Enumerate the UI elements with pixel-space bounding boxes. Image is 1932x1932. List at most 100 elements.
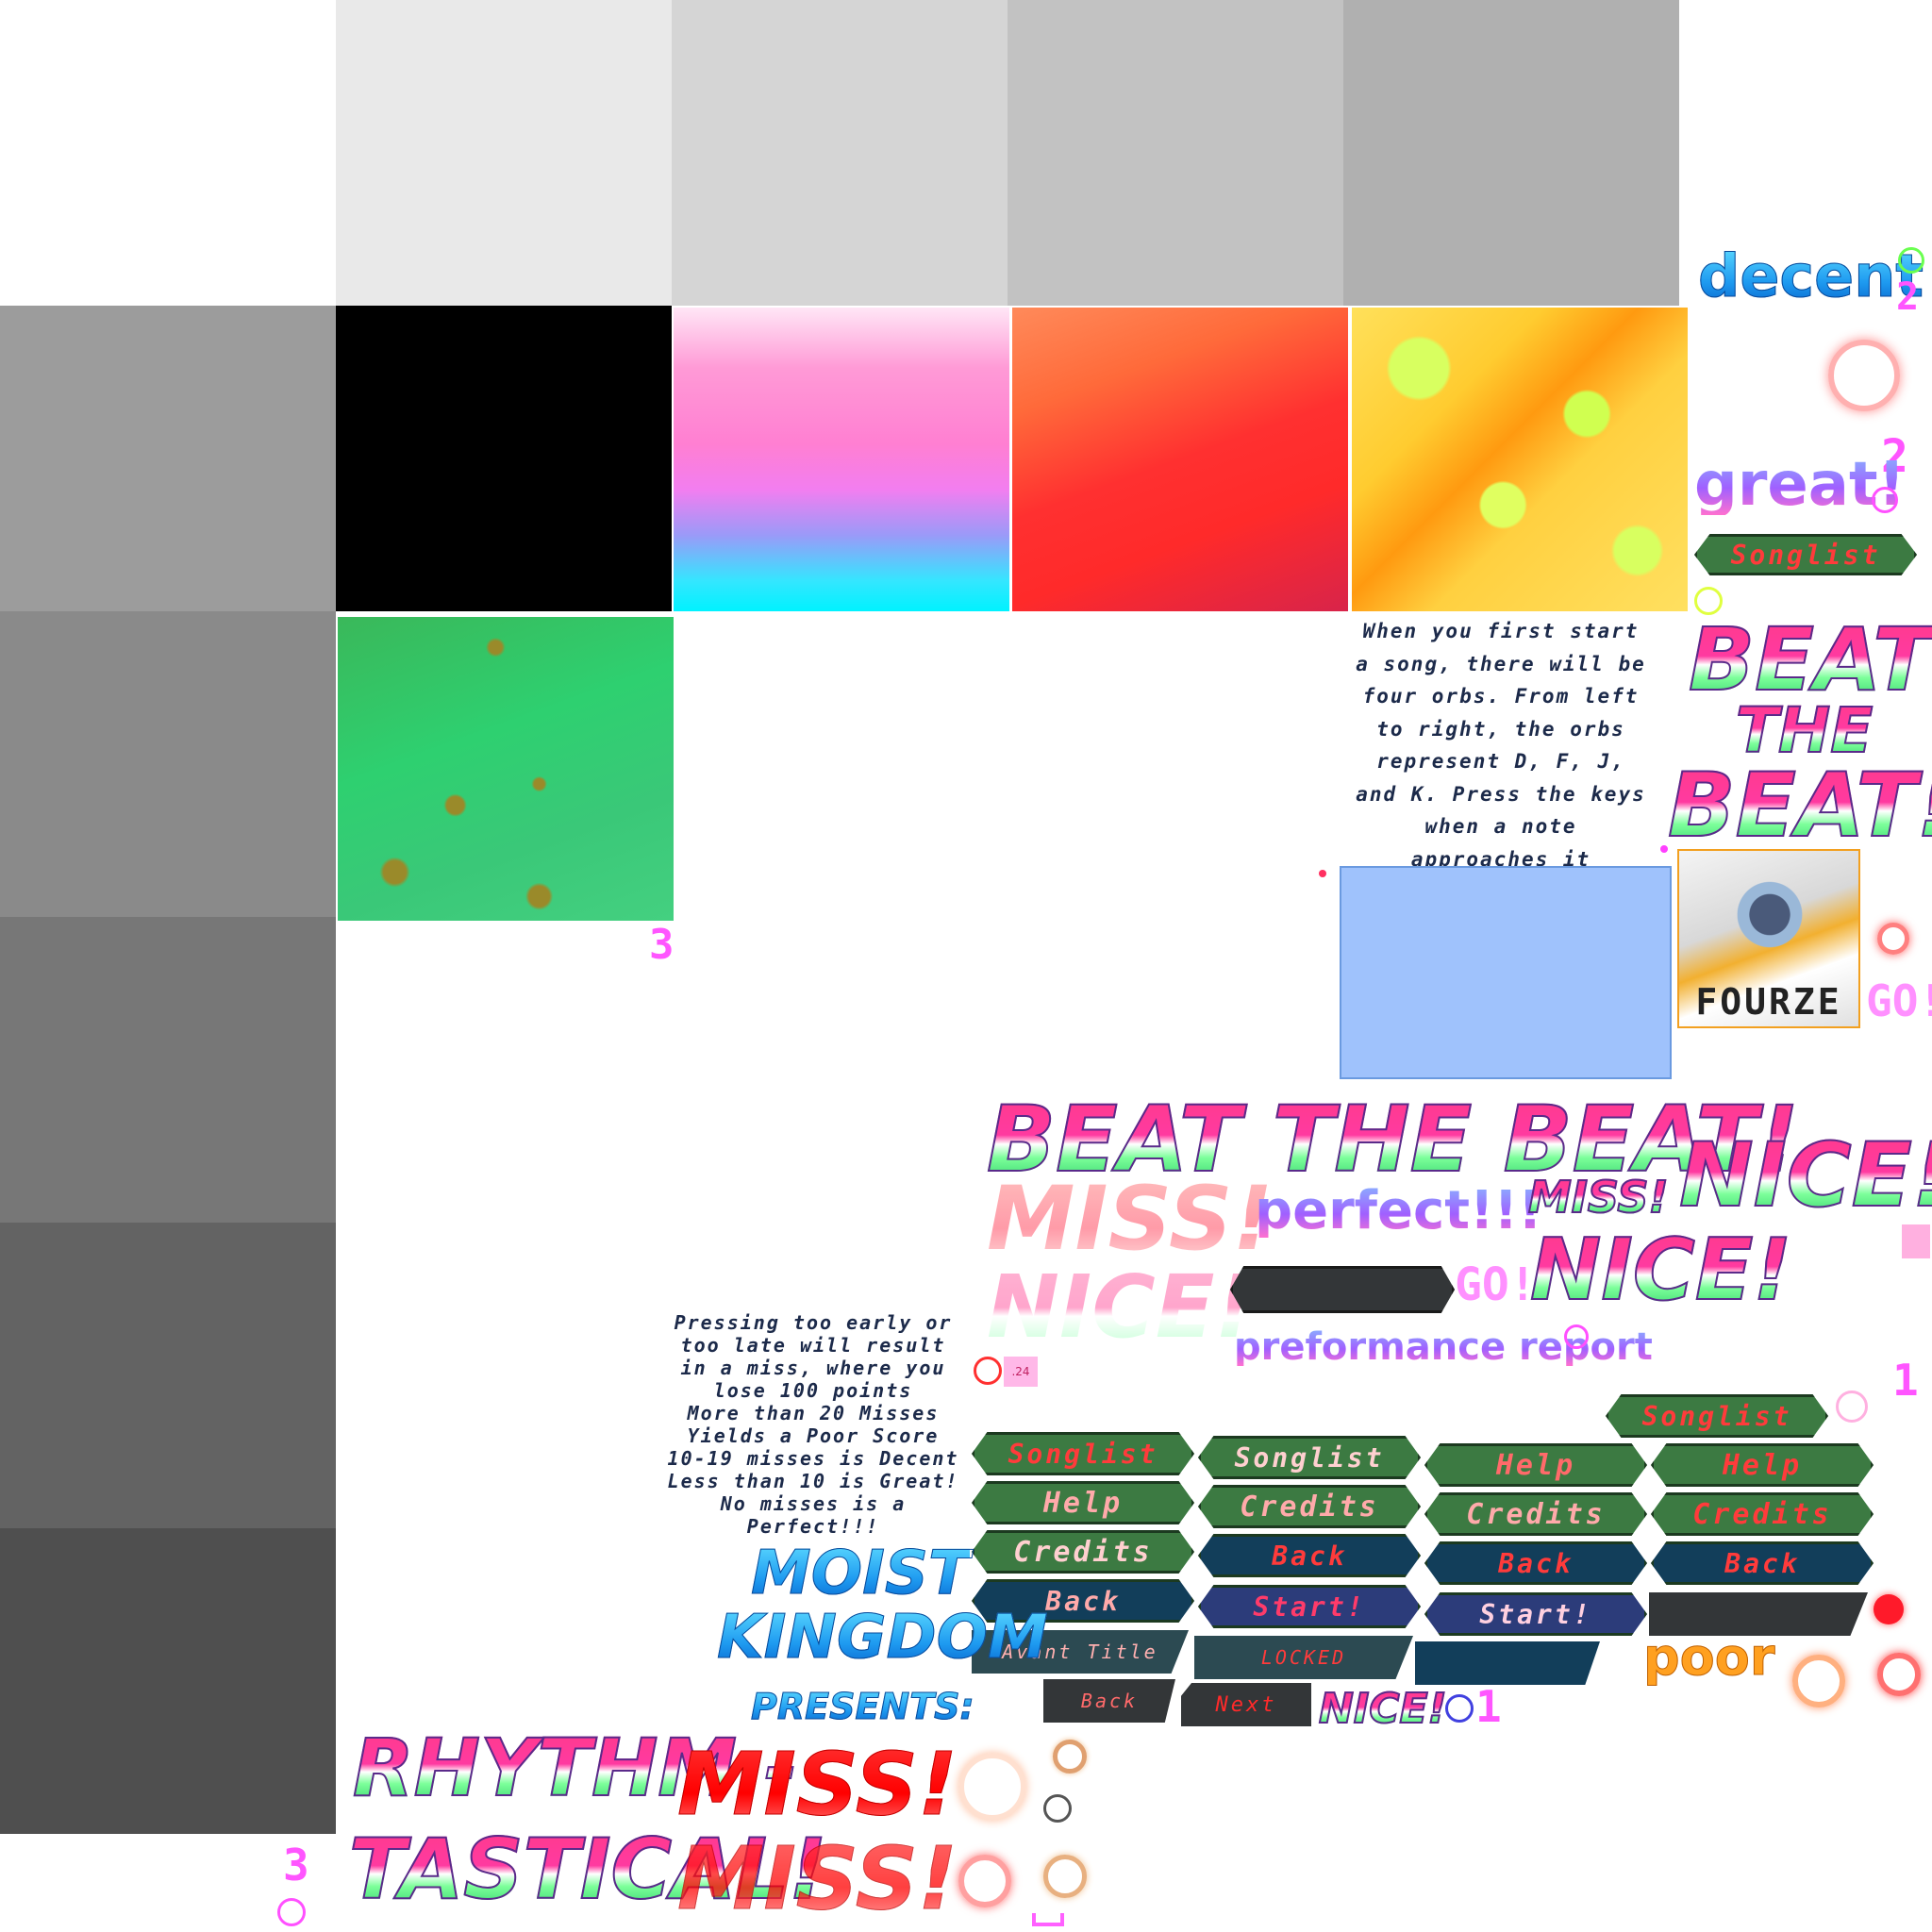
background-red-orange [1012,308,1348,611]
back-button-a[interactable]: Back [972,1579,1194,1623]
back-button-c[interactable]: Back [1424,1541,1647,1585]
credits-button-a[interactable]: Credits [972,1530,1194,1574]
swatch-gray-6 [0,611,336,917]
magenta-dot-icon [1660,845,1668,853]
decent-text: decent [1697,242,1924,310]
swatch-gray-9 [0,1528,336,1834]
avant-title-button[interactable]: Avant Title [972,1630,1189,1674]
nice-text-mid: NICE! [1529,1221,1792,1320]
songlist-button-d[interactable]: Songlist [1606,1394,1828,1438]
help-button-c[interactable]: Help [1424,1443,1647,1487]
start-button-c[interactable]: Start! [1424,1592,1647,1636]
background-pink-cyan [674,308,1009,611]
background-green-bubbles [338,617,674,921]
locked-button[interactable]: LOCKED [1194,1636,1413,1679]
miss-text-red-b: MISS! [677,1828,958,1929]
beat-stack-2: THE [1735,694,1874,767]
tutorial-1-line-6: and K. Press the keys [1356,782,1646,806]
tutorial-2-line-3: in a miss, where you [680,1357,946,1379]
go-text-right: GO! [1866,975,1932,1026]
swatch-gray-3 [1008,0,1343,306]
song-card-figure-icon [1713,868,1826,972]
swatch-gray-4 [1343,0,1679,306]
song-card-label: FOURZE [1695,981,1842,1023]
back-button-dark[interactable]: Back [1043,1679,1175,1723]
swatch-gray-7 [0,917,336,1223]
miss-text-small: MISS! [1527,1172,1669,1223]
poor-text: poor [1642,1627,1775,1687]
tutorial-2-line-1: Pressing too early or [674,1311,953,1334]
credits-button-c[interactable]: Credits [1424,1492,1647,1536]
tutorial-text-1: When you first start a song, there will … [1336,615,1666,875]
yellow-ring-icon [1694,587,1723,615]
tutorial-1-line-3: four orbs. From left [1362,685,1640,708]
moist-text: MOIST [751,1539,971,1608]
songlist-button-b[interactable]: Songlist [1198,1436,1421,1479]
red-glow-ring-icon-b [1877,1653,1921,1696]
tutorial-1-line-5: represent D, F, J, [1376,750,1625,773]
empty-slab-d[interactable] [1649,1592,1868,1636]
presents-text: PRESENTS: [751,1686,975,1727]
label-number-3-b: 3 [283,1840,309,1890]
pink-ring-icon [1836,1391,1868,1423]
label-number-1-b: 1 [1475,1681,1502,1732]
great-text: great! [1694,450,1906,520]
credits-button-b[interactable]: Credits [1198,1485,1421,1528]
tutorial-1-line-1: When you first start [1362,620,1640,642]
nice-text-small: NICE! [1318,1685,1448,1733]
gray-ring-icon [1043,1794,1072,1823]
red-dot-icon [1319,870,1326,877]
cream-glow-ring-icon [958,1753,1026,1821]
rhythm-text: RHYTHM - [352,1722,798,1814]
label-number-2-b: 2 [1881,430,1908,483]
back-button-b[interactable]: Back [1198,1534,1421,1577]
blue-ring-icon [1445,1694,1474,1723]
tan-ring-icon-b [1043,1855,1087,1898]
swatch-gray-2 [672,0,1008,306]
miss-text-red-a: MISS! [677,1734,958,1835]
back-button-d[interactable]: Back [1651,1541,1874,1585]
background-black [336,306,672,611]
start-button-b[interactable]: Start! [1198,1585,1421,1628]
red-ring-icon [974,1357,1002,1385]
songlist-button-top[interactable]: Songlist [1694,534,1917,575]
tutorial-1-line-2: a song, there will be [1356,652,1646,675]
beat-stack-3: BEAT! [1667,761,1932,852]
swatch-white [0,0,336,306]
song-card-fourze[interactable]: FOURZE [1677,849,1860,1028]
nice-text-pale: NICE! [987,1257,1255,1357]
magenta-ring-icon-b [1564,1324,1589,1349]
kingdom-text: KINGDOM [717,1603,1049,1673]
swatch-gray-1 [336,0,672,306]
help-button-a[interactable]: Help [972,1481,1194,1524]
tutorial-text-2: Pressing too early or too late will resu… [657,1311,970,1538]
credits-button-d[interactable]: Credits [1651,1492,1874,1536]
help-button-d[interactable]: Help [1651,1443,1874,1487]
pink-glow-ring-icon-b [958,1855,1011,1907]
green-ring-icon [1898,247,1924,274]
empty-slab-c[interactable] [1415,1641,1600,1685]
blue-panel [1340,866,1672,1079]
perfect-text: perfect!!! [1255,1180,1542,1241]
tutorial-2-line-4: lose 100 points [713,1379,913,1402]
tutorial-2-line-9: No misses is a [720,1492,907,1515]
orange-glow-ring-icon [1792,1655,1845,1707]
pink-square-icon [1902,1224,1930,1258]
next-button[interactable]: Next [1181,1683,1311,1726]
dark-bar-slot [1230,1266,1455,1313]
beat-the-beat-title: BEAT THE BEAT! [986,1087,1800,1192]
magenta-ring-icon-c [277,1898,306,1926]
songlist-button-a[interactable]: Songlist [972,1432,1194,1475]
performance-report-text: preformance report [1234,1325,1653,1369]
tutorial-2-line-8: Less than 10 is Great! [667,1470,959,1492]
magenta-bracket-icon [1032,1913,1064,1926]
tutorial-2-line-5: More than 20 Misses [687,1402,940,1424]
nice-text-large: NICE! [1678,1131,1932,1222]
tutorial-1-line-7: when a note [1424,815,1577,838]
pink-glow-ring-icon [1828,340,1900,411]
swatch-gray-8 [0,1223,336,1528]
small-pink-tile: .24 [1004,1357,1038,1387]
swatch-gray-5 [0,306,336,611]
tutorial-2-line-7: 10-19 misses is Decent [667,1447,959,1470]
magenta-ring-icon [1872,487,1898,513]
